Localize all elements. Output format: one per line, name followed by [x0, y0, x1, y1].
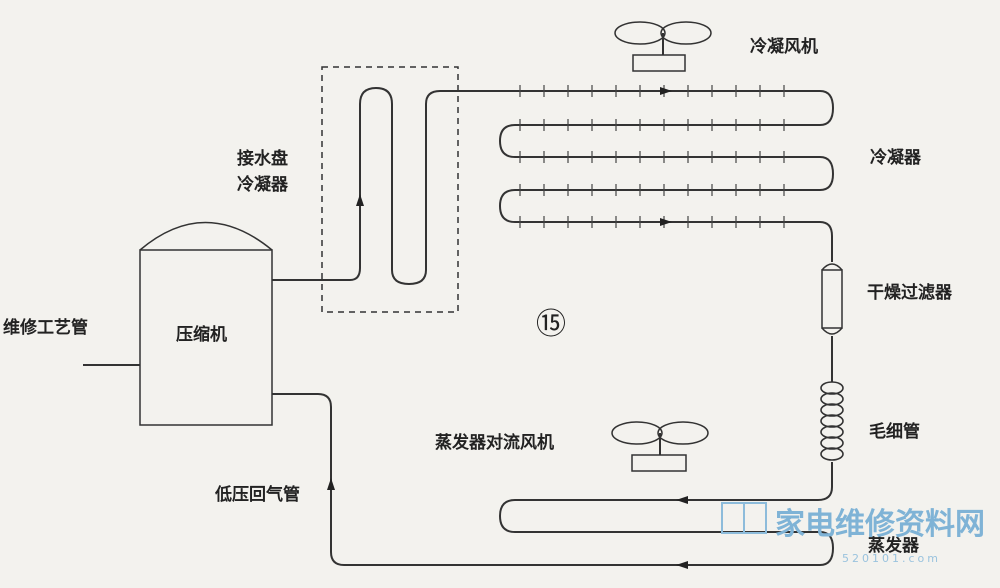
flow-arrow-up: [356, 194, 364, 206]
capillary-loop: [820, 425, 844, 439]
discharge-pipe-to-drip-tray: [272, 86, 820, 286]
label-condenser-fan: 冷凝风机: [750, 36, 818, 57]
flow-arrow-right: [660, 87, 672, 95]
book-logo-icon: [721, 502, 767, 534]
drier-filter-icon: [821, 263, 843, 335]
condenser-fan-icon: [614, 21, 712, 72]
label-circle-number: ⑮: [536, 307, 566, 342]
watermark: 家电维修资料网 520101.com: [721, 502, 985, 565]
label-capillary-tube: 毛细管: [869, 421, 920, 442]
capillary-loop: [820, 381, 844, 395]
flow-arrow-left: [676, 561, 688, 569]
label-condenser: 冷凝器: [870, 147, 922, 168]
flow-arrow-up: [327, 478, 335, 490]
capillary-loop: [820, 403, 844, 417]
flow-arrow-left: [676, 496, 688, 504]
evaporator-fan-icon: [611, 421, 709, 472]
compressor-body: [139, 249, 273, 426]
condenser-coil: [498, 90, 835, 262]
label-low-pressure-return: 低压回气管: [214, 484, 300, 505]
capillary-loop: [820, 414, 844, 428]
label-evaporator-fan: 蒸发器对流风机: [435, 432, 554, 453]
watermark-text: 家电维修资料网: [775, 507, 985, 542]
flow-arrow-right: [660, 218, 672, 226]
watermark-url: 520101.com: [842, 552, 941, 565]
label-service-process-tube: 维修工艺管: [3, 317, 88, 338]
label-drip-tray-condenser: 冷凝器: [237, 174, 289, 195]
capillary-tube-icon: [820, 381, 844, 461]
compressor-dome: [139, 221, 273, 251]
label-drier-filter: 干燥过滤器: [867, 282, 953, 303]
evaporator-coil: [272, 393, 835, 566]
label-drip-tray: 接水盘: [237, 148, 288, 169]
drip-tray-box: [321, 66, 459, 313]
label-evaporator: 蒸发器: [868, 535, 920, 556]
capillary-loop: [820, 392, 844, 406]
compressor: [139, 221, 273, 426]
capillary-loop: [820, 447, 844, 461]
condenser-fins: [519, 85, 785, 228]
capillary-loop: [820, 436, 844, 450]
label-compressor: 压缩机: [176, 324, 227, 345]
